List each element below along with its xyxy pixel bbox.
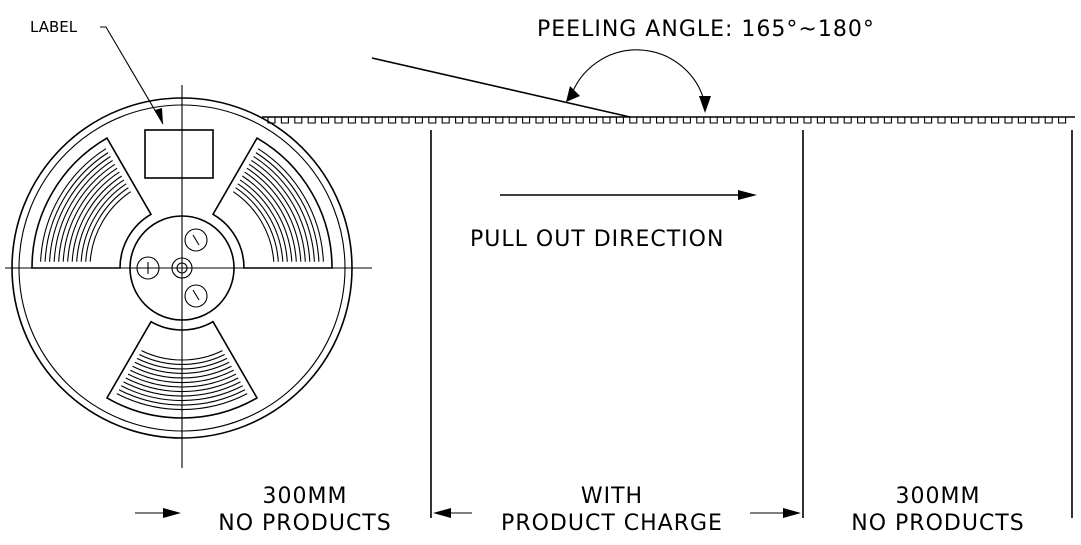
- dim-middle-left-arrowhead: [433, 508, 451, 518]
- spoke-hatch-arc: [237, 183, 284, 262]
- spoke-hatch-arc: [251, 159, 311, 262]
- spoke-hatch-arc: [235, 187, 279, 262]
- pull-out-arrowhead: [738, 190, 757, 200]
- spoke-hatch-arc: [89, 191, 132, 262]
- spoke-cutout-outline: [105, 320, 259, 419]
- dim-left-arrowhead: [163, 508, 181, 518]
- left-section-label-line1: 300MM: [263, 484, 348, 509]
- label-leader-line: [100, 26, 164, 125]
- spoke-hatch-arc: [76, 179, 125, 262]
- peeling-angle-arc: [569, 49, 706, 105]
- spoke-hatch-arc: [40, 148, 107, 262]
- cover-tape-peel-line: [371, 57, 631, 118]
- carrier-tape-pockets: [267, 117, 1067, 124]
- spoke-hatch-arc: [58, 163, 116, 262]
- spoke-hatch-arc: [53, 159, 113, 262]
- dim-middle-right-arrowhead: [783, 508, 801, 518]
- middle-section-label-line2: PRODUCT CHARGE: [501, 511, 723, 536]
- spoke-hatch-arc: [241, 175, 293, 262]
- right-section-label-line2: NO PRODUCTS: [851, 511, 1024, 536]
- spoke-hatch-arc: [80, 183, 127, 262]
- reel-spoke-cutouts: [31, 137, 333, 419]
- peeling-arc-arrowhead-left: [566, 86, 580, 102]
- spoke-hatch-arc: [85, 187, 129, 262]
- spoke-hatch-arc: [246, 167, 302, 262]
- spoke-hatch-arc: [49, 156, 111, 262]
- spoke-hatch-arc: [232, 191, 275, 262]
- right-section-label-line1: 300MM: [896, 484, 981, 509]
- spoke-hatch-arc: [257, 148, 324, 262]
- peeling-arc-arrowhead-right: [699, 96, 711, 113]
- label-box: [144, 129, 214, 179]
- left-section-label-line2: NO PRODUCTS: [218, 511, 391, 536]
- spoke-hatch-arc: [62, 167, 118, 262]
- spoke-hatch-arc: [239, 179, 288, 262]
- spoke-cutout-outline: [211, 137, 333, 269]
- spoke-hatch-arc: [44, 152, 109, 262]
- label-leader-arrowhead: [155, 108, 163, 124]
- spoke-hatch-arc: [253, 156, 315, 262]
- spoke-hatch-arc: [67, 171, 120, 262]
- middle-section-label-line1: WITH: [581, 484, 643, 509]
- spoke-cutout-outline: [31, 137, 153, 269]
- spoke-hatch-arc: [248, 163, 306, 262]
- pull-out-direction-text: PULL OUT DIRECTION: [470, 227, 724, 252]
- reel: [5, 85, 372, 468]
- peeling-angle-text: PEELING ANGLE: 165°~180°: [537, 17, 875, 42]
- spoke-hatch-arc: [244, 171, 297, 262]
- spoke-hatch-arc: [71, 175, 123, 262]
- spoke-hatch-arc: [255, 152, 320, 262]
- label-callout-text: LABEL: [30, 18, 78, 36]
